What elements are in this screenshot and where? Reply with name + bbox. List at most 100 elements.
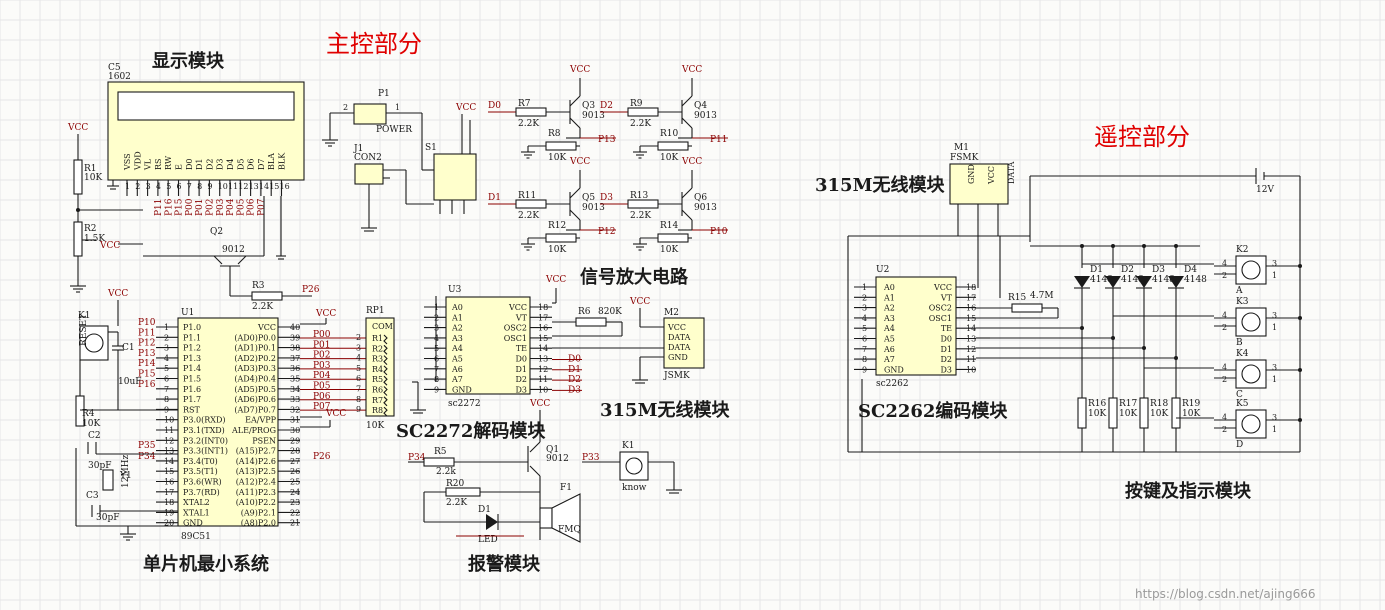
- amp-vcc: VCC: [569, 65, 590, 75]
- r5-value: 2.2k: [436, 467, 456, 477]
- u3-pin-te: TE: [516, 344, 527, 353]
- mcu-pin-num: 16: [164, 478, 174, 487]
- key-d-caption: D: [1236, 440, 1243, 450]
- vcc-label-r1: VCC: [67, 123, 88, 133]
- lcd-net-p01: P01: [195, 198, 205, 216]
- u2-pin-num: 7: [862, 345, 867, 354]
- title-rf-rx: 315M无线模块: [600, 399, 730, 421]
- u2-pin-a6: A6: [883, 345, 895, 354]
- lcd-pin-d1: D1: [195, 158, 204, 170]
- u2-pin-a2: A2: [883, 304, 895, 313]
- u3-pin-d3: D3: [515, 385, 527, 394]
- r5-body: [423, 457, 455, 467]
- svg-text:1: 1: [1272, 323, 1277, 332]
- reset-label: RESET: [79, 314, 89, 346]
- svg-text:2: 2: [1222, 425, 1227, 434]
- lcd-net-p04: P04: [226, 198, 236, 216]
- mcu-pin-p30rxd: P3.0(RXD): [183, 416, 225, 425]
- amp-vcc: VCC: [681, 65, 702, 75]
- lcd-net-p07: P07: [257, 198, 267, 216]
- u2-pin-a0: A0: [883, 283, 895, 292]
- mcu-pin-p33int1: P3.3(INT1): [183, 447, 228, 456]
- lcd-pin-blk: BLK: [278, 152, 287, 170]
- key-r18-value: 10K: [1150, 409, 1168, 419]
- mcu-pin-ad2p02: (AD2)P0.2: [234, 354, 276, 363]
- mcu-pin-num: 33: [290, 395, 300, 404]
- mcu-pin-num: 21: [290, 519, 300, 528]
- mcu-pin-ad0p00: (AD0)P0.0: [234, 333, 276, 342]
- mcu-pin-a12p24: (A12)P2.4: [236, 478, 276, 487]
- mcu-pin-num: 12: [164, 436, 174, 445]
- m2-body: [663, 317, 705, 369]
- mcu-pin-p17: P1.7: [183, 395, 201, 404]
- m2-pin-data2: DATA: [668, 343, 691, 352]
- amp-q4-type: 9013: [694, 111, 717, 121]
- amp-q3-type: 9013: [582, 111, 605, 121]
- u3-pin-a3: A3: [451, 334, 463, 343]
- lcd-pin-num: 10: [218, 182, 228, 191]
- diode-d3-type: 4148: [1152, 275, 1175, 285]
- lcd-net-p06: P06: [247, 198, 257, 216]
- u2-pin-num: 18: [966, 283, 976, 292]
- lcd-pin-d0: D0: [185, 158, 194, 170]
- title-rf-tx: 315M无线模块: [815, 174, 945, 196]
- q2-backlight: Q2 9012 R3 2.2K P26: [143, 227, 320, 312]
- svg-text:2: 2: [1222, 271, 1227, 280]
- c3-label: C3: [86, 491, 99, 501]
- amp-r9-label: R9: [630, 99, 643, 109]
- key-k2-switch: [1235, 255, 1267, 285]
- amp-r11-value: 2.2K: [518, 211, 539, 221]
- mcu-net-p14: P14: [138, 359, 156, 369]
- mcu-net-p06: P06: [313, 392, 331, 402]
- amp-r7-value: 2.2K: [518, 119, 539, 129]
- u2-pin-gnd: GND: [884, 365, 904, 374]
- mcu-pin-num: 14: [164, 457, 174, 466]
- mcu-pin-ad1p01: (AD1)P0.1: [234, 344, 276, 353]
- diode-d2-type: 4148: [1121, 275, 1144, 285]
- r1-body: [73, 159, 83, 195]
- mcu-ref: U1: [181, 308, 194, 318]
- amp-r9-value: 2.2K: [630, 119, 651, 129]
- lcd-pin-num: 15: [269, 182, 279, 191]
- u2-pin-num: 10: [966, 365, 976, 374]
- y1-value: 12MHz: [121, 454, 131, 488]
- u3-pin-osc1: OSC1: [504, 334, 527, 343]
- rp1-pin-num: 3: [356, 343, 361, 352]
- lcd-net-p16: P16: [164, 198, 174, 216]
- mcu-pin-gnd: GND: [183, 519, 203, 528]
- mcu-pin-num: 31: [290, 416, 300, 425]
- u3-pin-d2: D2: [515, 375, 527, 384]
- battery-label: 12V: [1256, 185, 1274, 195]
- mcu-net-p01: P01: [313, 340, 331, 350]
- mcu-pin-p13: P1.3: [183, 354, 201, 363]
- r3-value: 2.2K: [252, 302, 273, 312]
- lcd-pin-d2: D2: [205, 158, 214, 170]
- watermark: https://blog.csdn.net/ajing666: [1135, 587, 1316, 601]
- u3-pin-num: 11: [538, 375, 548, 384]
- u2-pin-te: TE: [941, 324, 952, 333]
- diode-d2-label: D2: [1121, 265, 1134, 275]
- mcu-pin-p11: P1.1: [183, 333, 201, 342]
- u2-pin-num: 15: [966, 314, 976, 323]
- mcu-net-p03: P03: [313, 361, 331, 371]
- rp1-pin-num: 4: [356, 354, 361, 363]
- mcu-model: 89C51: [181, 532, 211, 542]
- buzzer-f1-label: F1: [560, 483, 572, 493]
- r1-value: 10K: [84, 173, 102, 183]
- p1-label: POWER: [376, 125, 412, 135]
- rp1-item-r1: R1: [372, 334, 383, 343]
- amp-r10-label: R10: [660, 129, 679, 139]
- mcu-pin-num: 36: [290, 364, 300, 373]
- rp1-pin-num: 5: [356, 364, 361, 373]
- vcc-label-mcu40: VCC: [315, 309, 336, 319]
- lcd-pin-rs: RS: [154, 158, 163, 170]
- key-r17-value: 10K: [1119, 409, 1137, 419]
- keys-indicator: D14148R1610KD24148R1710KD34148R1810KD441…: [976, 244, 1302, 452]
- mcu-pin-num: 25: [290, 478, 300, 487]
- mcu-pin-p16: P1.6: [183, 385, 201, 394]
- lcd-pin-d5: D5: [236, 158, 245, 170]
- mcu-pin-num: 8: [164, 395, 169, 404]
- u3-pin-a4: A4: [451, 344, 463, 353]
- rp1-item-r6: R6: [372, 386, 383, 395]
- mcu-pin-ad4p04: (AD4)P0.4: [234, 375, 276, 384]
